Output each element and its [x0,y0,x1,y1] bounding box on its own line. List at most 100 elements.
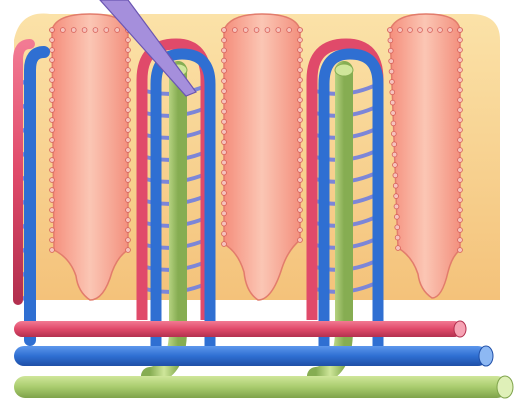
epithelial-cell [222,231,227,236]
epithelial-cell [298,178,303,183]
epithelial-cell [222,160,227,165]
epithelial-cell [126,138,131,143]
epithelial-cell [458,158,463,163]
epithelial-cell [126,88,131,93]
epithelial-cell [50,248,55,253]
epithelial-cell [232,28,237,33]
epithelial-cell [126,38,131,43]
epithelial-cell [458,118,463,123]
epithelial-cell [458,208,463,213]
epithelial-cell [298,48,303,53]
epithelial-cell [395,235,400,240]
epithelial-cell [50,58,55,63]
epithelial-cell [50,208,55,213]
epithelial-cell [126,198,131,203]
epithelial-cell [222,130,227,135]
epithelial-cell [298,118,303,123]
epithelial-cell [458,218,463,223]
epithelial-cell [222,79,227,84]
epithelial-cell [458,98,463,103]
epithelial-cell [126,128,131,133]
epithelial-cell [126,98,131,103]
epithelial-cell [458,148,463,153]
epithelial-cell [394,214,399,219]
epithelial-cell [93,28,98,33]
epithelial-cell [392,142,397,147]
epithelial-cell [298,88,303,93]
epithelial-cell [126,188,131,193]
epithelial-cell [394,204,399,209]
epithelial-cell [126,68,131,73]
epithelial-cell [298,148,303,153]
epithelial-cell [428,28,433,33]
epithelial-cell [50,238,55,243]
epithelial-cell [394,194,399,199]
epithelial-cell [254,28,259,33]
epithelial-cell [222,201,227,206]
epithelial-cell [388,28,393,33]
epithelial-cell [222,150,227,155]
epithelial-cell [50,158,55,163]
epithelial-cell [396,246,401,251]
epithelial-cell [390,100,395,105]
epithelial-cell [222,242,227,247]
epithelial-cell [390,80,395,85]
epithelial-cell [458,78,463,83]
epithelial-cell [126,218,131,223]
epithelial-cell [398,28,403,33]
epithelial-cell [458,188,463,193]
epithelial-cell [50,228,55,233]
epithelial-cell [392,152,397,157]
epithelial-cell [50,88,55,93]
epithelial-cell [458,238,463,243]
epithelial-cell [222,89,227,94]
epithelial-cell [390,90,395,95]
epithelial-cell [298,188,303,193]
epithelial-cell [298,198,303,203]
epithelial-cell [243,28,248,33]
epithelial-cell [222,48,227,53]
epithelial-cell [458,88,463,93]
epithelial-cell [298,128,303,133]
epithelial-cell [222,58,227,63]
epithelial-cell [126,208,131,213]
epithelial-cell [298,168,303,173]
epithelial-cell [222,221,227,226]
epithelial-cell [298,98,303,103]
epithelial-cell [458,178,463,183]
epithelial-cell [50,198,55,203]
epithelial-cell [393,163,398,168]
epithelial-cell [458,168,463,173]
artery-vessel [14,321,462,337]
epithelial-cell [222,211,227,216]
epithelial-cell [298,238,303,243]
epithelial-cell [126,248,131,253]
epithelial-cell [298,108,303,113]
epithelial-cell [50,148,55,153]
epithelial-cell [298,208,303,213]
epithelial-cell [126,78,131,83]
epithelial-cell [222,68,227,73]
epithelial-cell [458,58,463,63]
epithelial-cell [222,140,227,145]
epithelial-cell [50,38,55,43]
epithelial-cell [222,170,227,175]
epithelial-cell [298,58,303,63]
epithelial-cell [298,68,303,73]
epithelial-cell [458,68,463,73]
epithelial-cell [126,168,131,173]
epithelial-cell [287,28,292,33]
epithelial-cell [389,69,394,74]
epithelial-cell [71,28,76,33]
lacteal-vessel [14,376,508,398]
epithelial-cell [126,118,131,123]
epithelial-cell [126,108,131,113]
epithelial-cell [298,78,303,83]
epithelial-cell [50,118,55,123]
epithelial-cell [50,188,55,193]
epithelial-cell [126,148,131,153]
vein-vessel-end [479,346,493,366]
epithelial-cell [458,38,463,43]
